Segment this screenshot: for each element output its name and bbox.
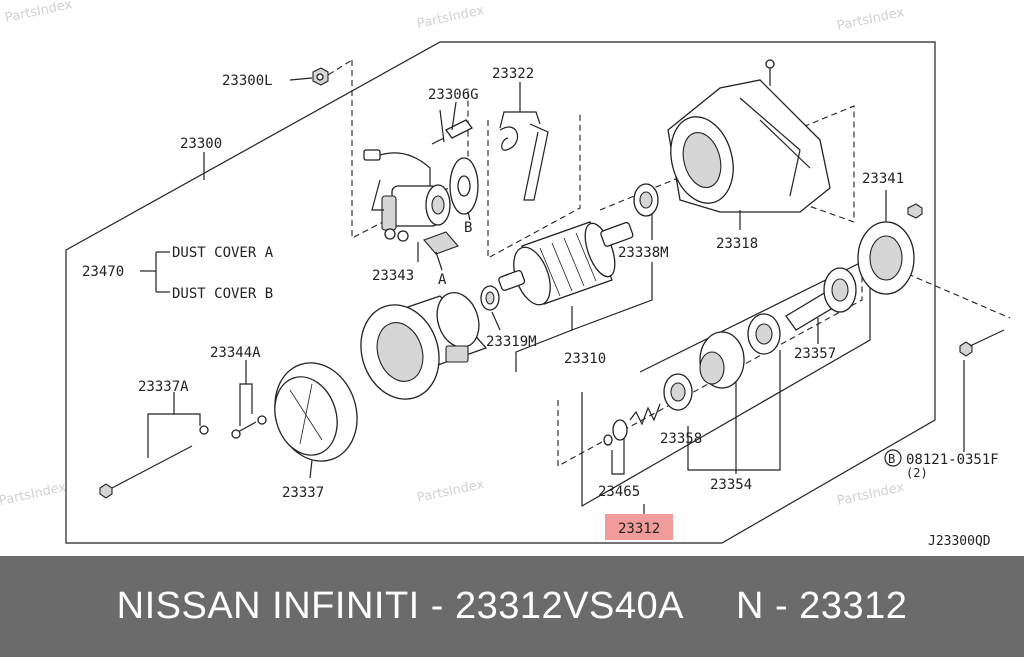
watermark: PartsIndex <box>836 5 906 34</box>
watermark: PartsIndex <box>836 480 906 509</box>
label-23337A: 23337A <box>138 379 189 395</box>
label-23310: 23310 <box>564 351 606 367</box>
label-23300: 23300 <box>180 136 222 152</box>
label-dust-cover-b: DUST COVER B <box>172 286 273 302</box>
diagram-code: J23300QD <box>928 534 991 549</box>
label-bolt-qty: (2) <box>906 466 928 480</box>
assembly-frame <box>65 41 936 544</box>
label-23470: 23470 <box>82 264 124 280</box>
marker-A: A <box>438 272 447 288</box>
starter-motor-exploded-diagram: PartsIndex PartsIndex PartsIndex PartsIn… <box>0 0 1011 549</box>
spring-23465 <box>603 403 661 446</box>
watermark: PartsIndex <box>4 0 74 26</box>
bearing-23358 <box>663 373 693 411</box>
plate-23341 <box>857 203 923 295</box>
label-23357: 23357 <box>794 346 836 362</box>
label-23338M: 23338M <box>618 245 669 261</box>
label-dust-cover-a: DUST COVER A <box>172 245 274 261</box>
bolt-circle-marker <box>884 449 902 467</box>
pinion-shaft-23357 <box>785 267 857 331</box>
label-23341: 23341 <box>862 171 904 187</box>
through-bolt-23337A <box>99 425 209 499</box>
terminal-23306G <box>431 119 473 145</box>
label-23343: 23343 <box>372 268 414 284</box>
pinion-group-frame <box>581 257 871 508</box>
armature-23310 <box>498 221 634 306</box>
watermark: PartsIndex <box>0 480 68 509</box>
plunger-ring <box>449 157 479 215</box>
label-23322: 23322 <box>492 66 534 82</box>
gear-23354 <box>699 331 745 389</box>
label-23318: 23318 <box>716 236 758 252</box>
highlight-23312 <box>605 514 673 540</box>
cap-axis <box>319 59 353 81</box>
part-number-footer: NISSAN INFINITI - 23312VS40A N - 23312 <box>0 556 1024 657</box>
field-frame-yoke <box>360 292 488 400</box>
clip-group-frame <box>487 112 581 259</box>
gear-housing-23318 <box>667 59 831 213</box>
rear-cover-23337 <box>274 362 358 462</box>
label-23312: 23312 <box>618 521 660 537</box>
label-23337: 23337 <box>282 485 324 501</box>
label-23358: 23358 <box>660 431 702 447</box>
dust-cover-a-part <box>423 231 459 255</box>
screw-23344A <box>231 415 267 439</box>
bearing-23319M <box>480 285 500 311</box>
label-23344A: 23344A <box>210 345 261 361</box>
footer-brand-part: NISSAN INFINITI - 23312VS40A <box>116 585 684 627</box>
marker-B: B <box>464 220 472 236</box>
label-bolt-code: 08121-0351F <box>906 452 999 468</box>
solenoid-23343 <box>363 149 451 242</box>
label-23465: 23465 <box>598 484 640 500</box>
label-23300L: 23300L <box>222 73 273 89</box>
clip-23322 <box>499 123 549 201</box>
label-23354: 23354 <box>710 477 752 493</box>
bolt-08121-0351F <box>959 329 1005 357</box>
footer-ref: N - 23312 <box>735 585 908 627</box>
label-23319M: 23319M <box>486 334 537 350</box>
seal-23338M <box>633 183 659 217</box>
nut-23300L <box>312 67 329 86</box>
label-23306G: 23306G <box>428 87 479 103</box>
bolt-circle-letter: B <box>888 452 895 466</box>
watermark: PartsIndex <box>416 3 486 32</box>
bearing-23354 <box>747 313 781 355</box>
watermark: PartsIndex <box>416 477 486 506</box>
